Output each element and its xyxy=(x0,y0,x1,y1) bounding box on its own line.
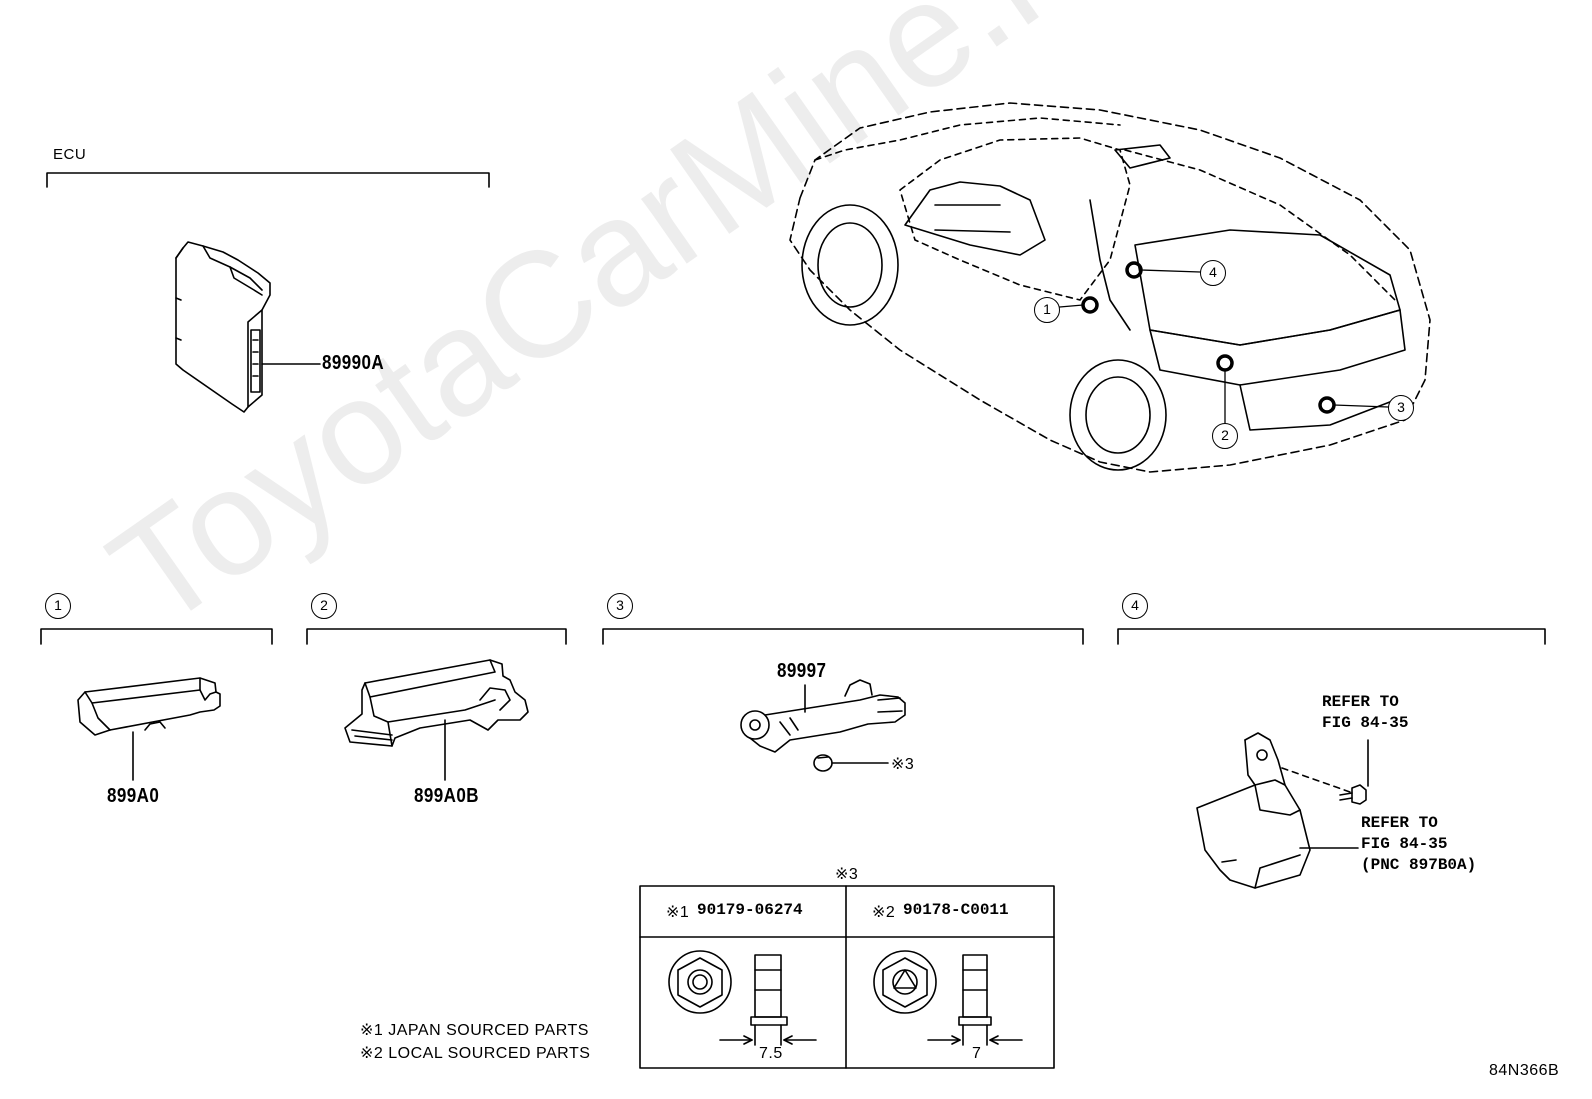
legend-local-sourced: ※2 LOCAL SOURCED PARTS xyxy=(360,1045,591,1062)
fastener-col2-part: 90178-C0011 xyxy=(903,901,1009,919)
section-1-number: 1 xyxy=(45,593,71,619)
section-1-bracket xyxy=(40,628,273,645)
car-callout-1: 1 xyxy=(1034,297,1060,323)
part-899a0-drawing xyxy=(77,677,221,736)
refer-note-1-line-1: REFER TO xyxy=(1322,693,1399,711)
fastener-note-label: ※3 xyxy=(891,756,915,773)
fastener-table-title: ※3 xyxy=(835,866,859,883)
nut-2-drawing xyxy=(873,950,1023,1046)
section-2-number: 2 xyxy=(311,593,337,619)
part-number-899a0: 899A0 xyxy=(107,785,160,807)
car-callout-3: 3 xyxy=(1388,395,1414,421)
section-4-number: 4 xyxy=(1122,593,1148,619)
refer-note-2-line-3: (PNC 897B0A) xyxy=(1361,856,1477,874)
figure-code: 84N366B xyxy=(1489,1062,1560,1079)
part-number-89990a: 89990A xyxy=(322,352,385,374)
car-callout-2: 2 xyxy=(1212,423,1238,449)
ecu-module-drawing xyxy=(175,241,271,413)
fastener-col2-dimension: 7 xyxy=(972,1045,982,1062)
fastener-table-grid xyxy=(639,885,1055,1069)
refer-note-2-line-2: FIG 84-35 xyxy=(1361,835,1448,853)
section-3-number: 3 xyxy=(607,593,633,619)
fastener-col2-mark: ※2 xyxy=(872,904,896,921)
fastener-col1-part: 90179-06274 xyxy=(697,901,803,919)
section-4-bracket xyxy=(1117,628,1546,645)
section-4-dashed-leader xyxy=(1281,767,1351,793)
refer-note-1-line-2: FIG 84-35 xyxy=(1322,714,1409,732)
ecu-group-label: ECU xyxy=(53,146,87,163)
part-899a0b-drawing xyxy=(344,659,529,747)
part-number-89997: 89997 xyxy=(777,660,827,682)
nut-1-drawing xyxy=(668,950,817,1046)
section-3-bracket xyxy=(602,628,1084,645)
legend-japan-sourced: ※1 JAPAN SOURCED PARTS xyxy=(360,1022,589,1039)
fastener-col1-mark: ※1 xyxy=(666,904,690,921)
car-callout-leaders xyxy=(1047,269,1389,424)
refer-note-2-line-1: REFER TO xyxy=(1361,814,1438,832)
part-89997-drawing xyxy=(740,679,906,772)
ecu-group-bracket xyxy=(46,172,490,188)
part-number-899a0b: 899A0B xyxy=(414,785,479,807)
car-callout-4: 4 xyxy=(1200,260,1226,286)
car-illustration xyxy=(789,102,1431,473)
section-4-bolt-drawing xyxy=(1339,784,1367,805)
fastener-col1-dimension: 7.5 xyxy=(759,1045,783,1062)
section-4-bracket-part-drawing xyxy=(1196,732,1311,889)
section-2-bracket xyxy=(306,628,567,645)
